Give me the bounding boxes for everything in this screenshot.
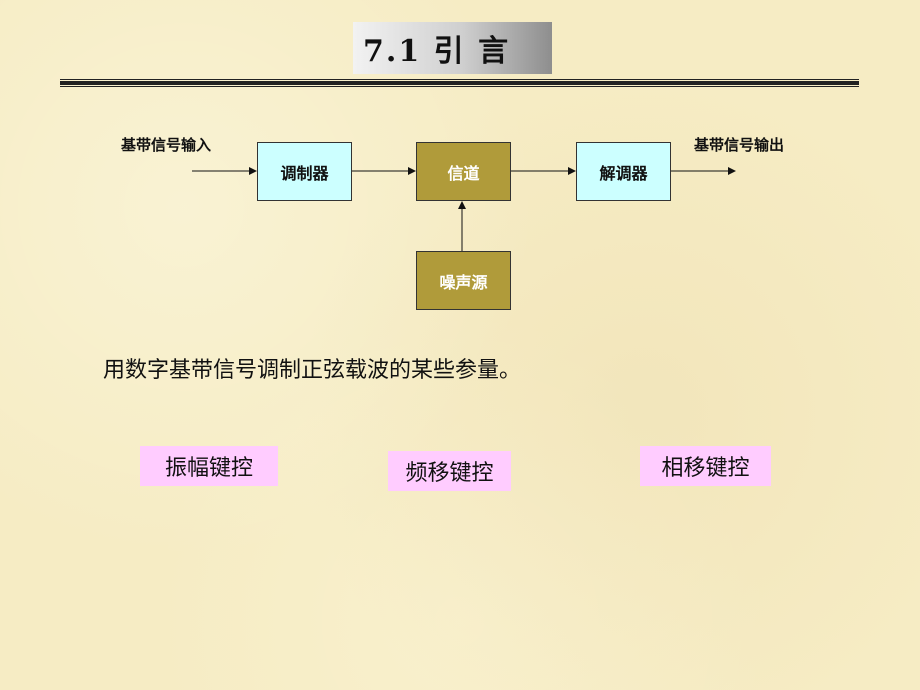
psk-label: 相移键控 (640, 446, 771, 486)
title-rule-thin-top (60, 79, 859, 80)
output-label: 基带信号输出 (694, 136, 785, 154)
description-sentence: 用数字基带信号调制正弦载波的某些参量。 (103, 358, 522, 383)
fsk-label: 频移键控 (388, 451, 511, 491)
channel-block: 信道 (416, 142, 511, 201)
ask-label: 振幅键控 (140, 446, 278, 486)
modulator-block: 调制器 (257, 142, 352, 201)
title-rule-thin-bottom (60, 86, 859, 87)
title-rule-thick (60, 81, 859, 85)
input-label: 基带信号输入 (121, 136, 212, 154)
noise-source-block: 噪声源 (416, 251, 511, 310)
slide-title: 7.1 引 言 (353, 22, 552, 74)
demodulator-block: 解调器 (576, 142, 671, 201)
